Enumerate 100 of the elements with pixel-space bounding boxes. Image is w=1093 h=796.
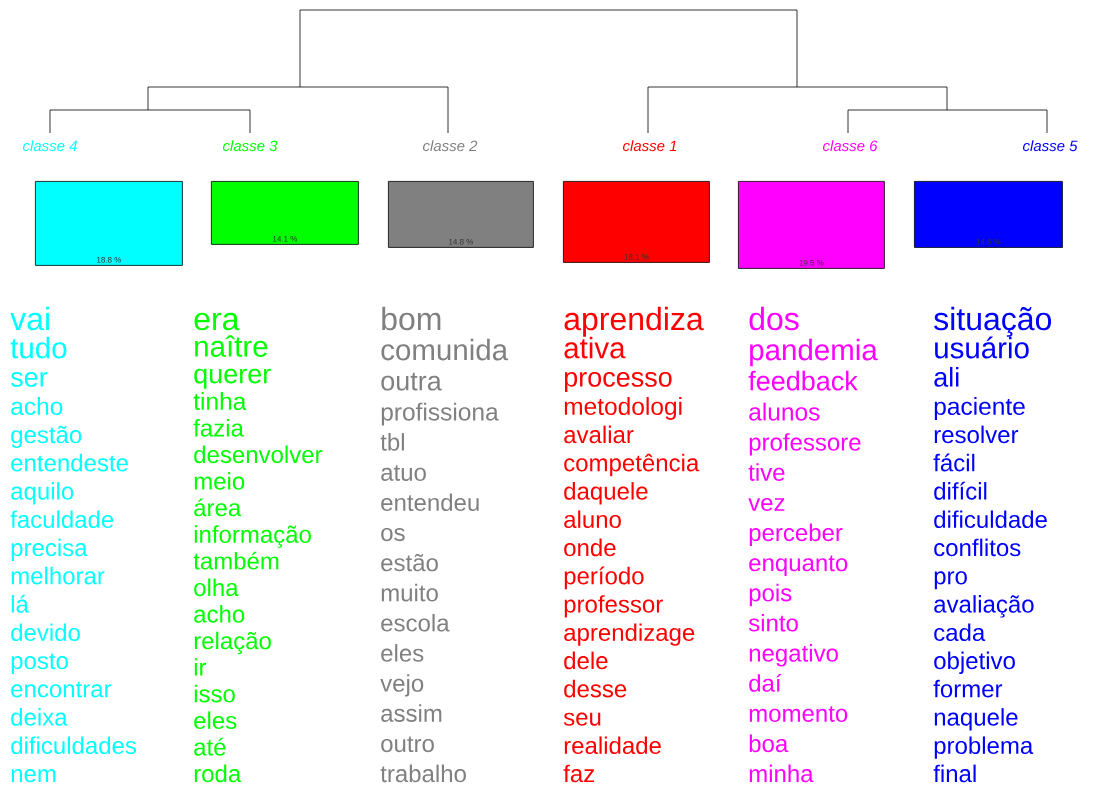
word: meio xyxy=(194,472,245,490)
word: os xyxy=(381,528,405,542)
word: roda xyxy=(194,764,242,783)
word: minha xyxy=(749,764,814,783)
word: desse xyxy=(564,679,627,698)
word: pandemia xyxy=(750,338,878,367)
word: sinto xyxy=(748,613,798,632)
word: avaliação xyxy=(934,595,1034,618)
word: deixa xyxy=(11,708,68,726)
word: former xyxy=(933,679,1003,698)
word: gestão xyxy=(11,425,82,448)
word: assim xyxy=(381,704,442,722)
word: área xyxy=(194,498,242,517)
word: fácil xyxy=(933,453,975,472)
word: daí xyxy=(749,673,782,692)
word: negativo xyxy=(749,644,838,667)
word: ativa xyxy=(564,336,626,359)
class-label: classe 5 xyxy=(1023,140,1078,152)
word: olha xyxy=(194,578,239,597)
word: usuário xyxy=(935,336,1029,359)
word: nem xyxy=(11,769,56,783)
bar: 14.6 % xyxy=(914,181,1063,248)
word: vez xyxy=(748,497,785,512)
word: paciente xyxy=(934,397,1025,420)
word: vejo xyxy=(380,674,424,697)
word: também xyxy=(193,551,279,570)
word: daquele xyxy=(564,482,648,505)
word: tbl xyxy=(380,433,404,451)
word: relação xyxy=(194,631,271,655)
word: professor xyxy=(564,595,663,618)
word: dificuldades xyxy=(11,736,137,755)
word: atuo xyxy=(381,465,426,481)
word: competência xyxy=(564,453,700,477)
word: professore xyxy=(749,433,861,456)
word: muito xyxy=(381,583,438,602)
word: cada xyxy=(934,623,986,642)
word: comunida xyxy=(381,338,509,361)
word: aprendizage xyxy=(564,623,695,646)
class-label: classe 4 xyxy=(22,140,77,152)
word: objetivo xyxy=(934,651,1015,674)
word: trabalho xyxy=(380,764,466,783)
word: informação xyxy=(194,525,311,548)
class-label: classe 1 xyxy=(623,140,677,152)
word: outra xyxy=(381,372,442,391)
word: boa xyxy=(749,734,789,753)
word: resolver xyxy=(934,425,1019,444)
class-label: classe 6 xyxy=(823,140,878,152)
word: posto xyxy=(11,653,68,674)
word: conflitos xyxy=(934,538,1021,557)
word: avaliar xyxy=(564,425,634,444)
word: acho xyxy=(194,605,245,623)
word: ir xyxy=(194,658,207,676)
word: eles xyxy=(194,711,237,730)
word: metodologi xyxy=(564,397,682,420)
word: outro xyxy=(381,736,434,753)
word: seu xyxy=(563,712,601,726)
word: eles xyxy=(381,644,424,662)
word: devido xyxy=(11,623,80,642)
word: era xyxy=(194,312,240,331)
word: ali xyxy=(934,366,959,387)
word: onde xyxy=(564,538,616,557)
word: faculdade xyxy=(10,510,114,529)
word: dificuldade xyxy=(934,510,1047,529)
word: vai xyxy=(10,306,49,331)
word: aluno xyxy=(564,510,621,529)
word: processo xyxy=(564,371,672,393)
bar: 18.1 % xyxy=(563,181,710,263)
word: aprendiza xyxy=(564,306,704,337)
word: tudo xyxy=(10,336,67,359)
word: entendeu xyxy=(381,493,479,512)
bar: 14.1 % xyxy=(211,181,359,245)
word: bom xyxy=(382,306,441,331)
bar: 14.8 % xyxy=(388,181,534,248)
word: período xyxy=(564,566,644,590)
word: dele xyxy=(564,651,608,670)
word: melhorar xyxy=(11,566,105,585)
word: precisa xyxy=(11,538,88,561)
word: enquanto xyxy=(749,555,848,577)
word: lá xyxy=(11,594,29,613)
word: feedback xyxy=(748,370,858,391)
bar: 18.8 % xyxy=(35,181,183,266)
word: desenvolver xyxy=(194,445,323,464)
word: problema xyxy=(934,736,1034,759)
word: entendeste xyxy=(11,453,128,472)
word: faz xyxy=(563,764,595,783)
word: fazia xyxy=(193,419,244,437)
class-label: classe 3 xyxy=(223,140,278,152)
word: realidade xyxy=(564,736,661,755)
word: isso xyxy=(194,684,235,703)
word: acho xyxy=(11,397,63,416)
word: perceber xyxy=(749,523,843,546)
word: encontrar xyxy=(11,681,112,698)
class-label: classe 2 xyxy=(423,140,478,152)
word: naquele xyxy=(934,708,1018,731)
word: tinha xyxy=(193,392,247,411)
word: final xyxy=(933,764,976,783)
word: querer xyxy=(194,368,271,389)
word: tive xyxy=(748,463,785,481)
word: naître xyxy=(195,335,268,357)
word: até xyxy=(194,737,226,756)
